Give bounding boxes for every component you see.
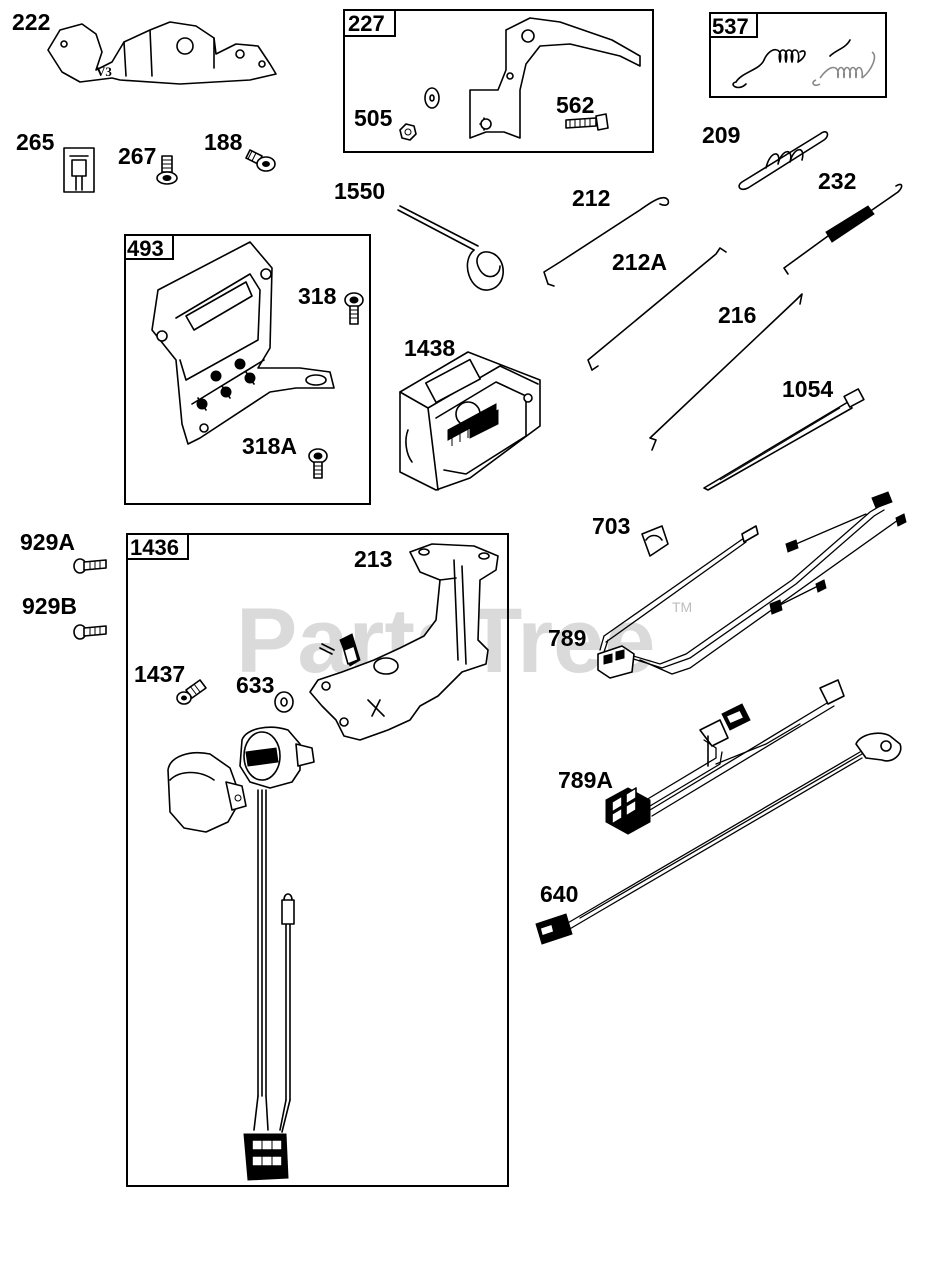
label-265: 265 [16,129,55,155]
part-265-clip [63,147,95,193]
label-929A: 929A [20,529,75,555]
label-640: 640 [540,881,578,907]
part-703-clip [641,525,669,557]
box-537 [709,12,887,98]
part-640-wire [535,732,902,945]
part-1550-rod [397,205,504,291]
box-1436 [126,533,509,1187]
label-1438: 1438 [404,335,455,361]
label-789: 789 [548,625,586,651]
svg-text:V3: V3 [96,64,112,79]
label-188: 188 [204,129,243,155]
label-318: 318 [298,283,337,309]
label-1550: 1550 [334,178,385,204]
part-1054-cable-tie [703,388,865,491]
label-212: 212 [572,185,610,211]
part-267-screw [156,155,178,185]
box-493 [124,234,371,505]
part-493-bracket [151,241,335,445]
part-929B-screw [73,624,107,640]
label-537: 537 [712,14,749,39]
part-212-rod [543,196,670,287]
part-318-screw [344,292,364,325]
label-1436: 1436 [130,535,179,560]
part-227-bracket [399,17,641,141]
part-929A-screw [73,558,107,574]
part-1438-module [399,351,541,491]
part-209-spring [738,131,829,191]
part-1436-switch-assembly [167,726,315,1181]
label-222: 222 [12,9,50,35]
part-213-bracket [309,543,499,741]
label-1054: 1054 [782,376,833,402]
label-209: 209 [702,122,740,148]
label-562: 562 [556,92,594,118]
part-212A-rod [587,247,727,371]
watermark-tm: TM [672,599,692,615]
label-267: 267 [118,143,156,169]
label-318A: 318A [242,433,297,459]
part-633-washer [274,691,294,713]
box-227 [343,9,654,153]
label-227: 227 [348,11,385,36]
label-493: 493 [127,236,164,261]
part-318A-screw [308,448,328,479]
label-633: 633 [236,672,274,698]
box-1436-tab [126,533,189,560]
part-789-harness [597,491,907,679]
part-188-screw [245,149,276,172]
label-703: 703 [592,513,630,539]
box-537-tab [709,12,758,38]
label-216: 216 [718,302,756,328]
box-493-tab [124,234,174,260]
part-537-springs [732,39,876,89]
label-789A: 789A [558,767,613,793]
part-222-bracket: V3 [47,21,277,85]
part-789A-harness [605,679,845,835]
label-232: 232 [818,168,856,194]
part-232-spring-rod [783,183,903,275]
box-227-tab [343,9,396,37]
label-212A: 212A [612,249,667,275]
part-216-rod [649,293,803,451]
label-213: 213 [354,546,392,572]
label-1437: 1437 [134,661,185,687]
part-1437-screw [176,679,207,705]
label-929B: 929B [22,593,77,619]
label-505: 505 [354,105,393,131]
